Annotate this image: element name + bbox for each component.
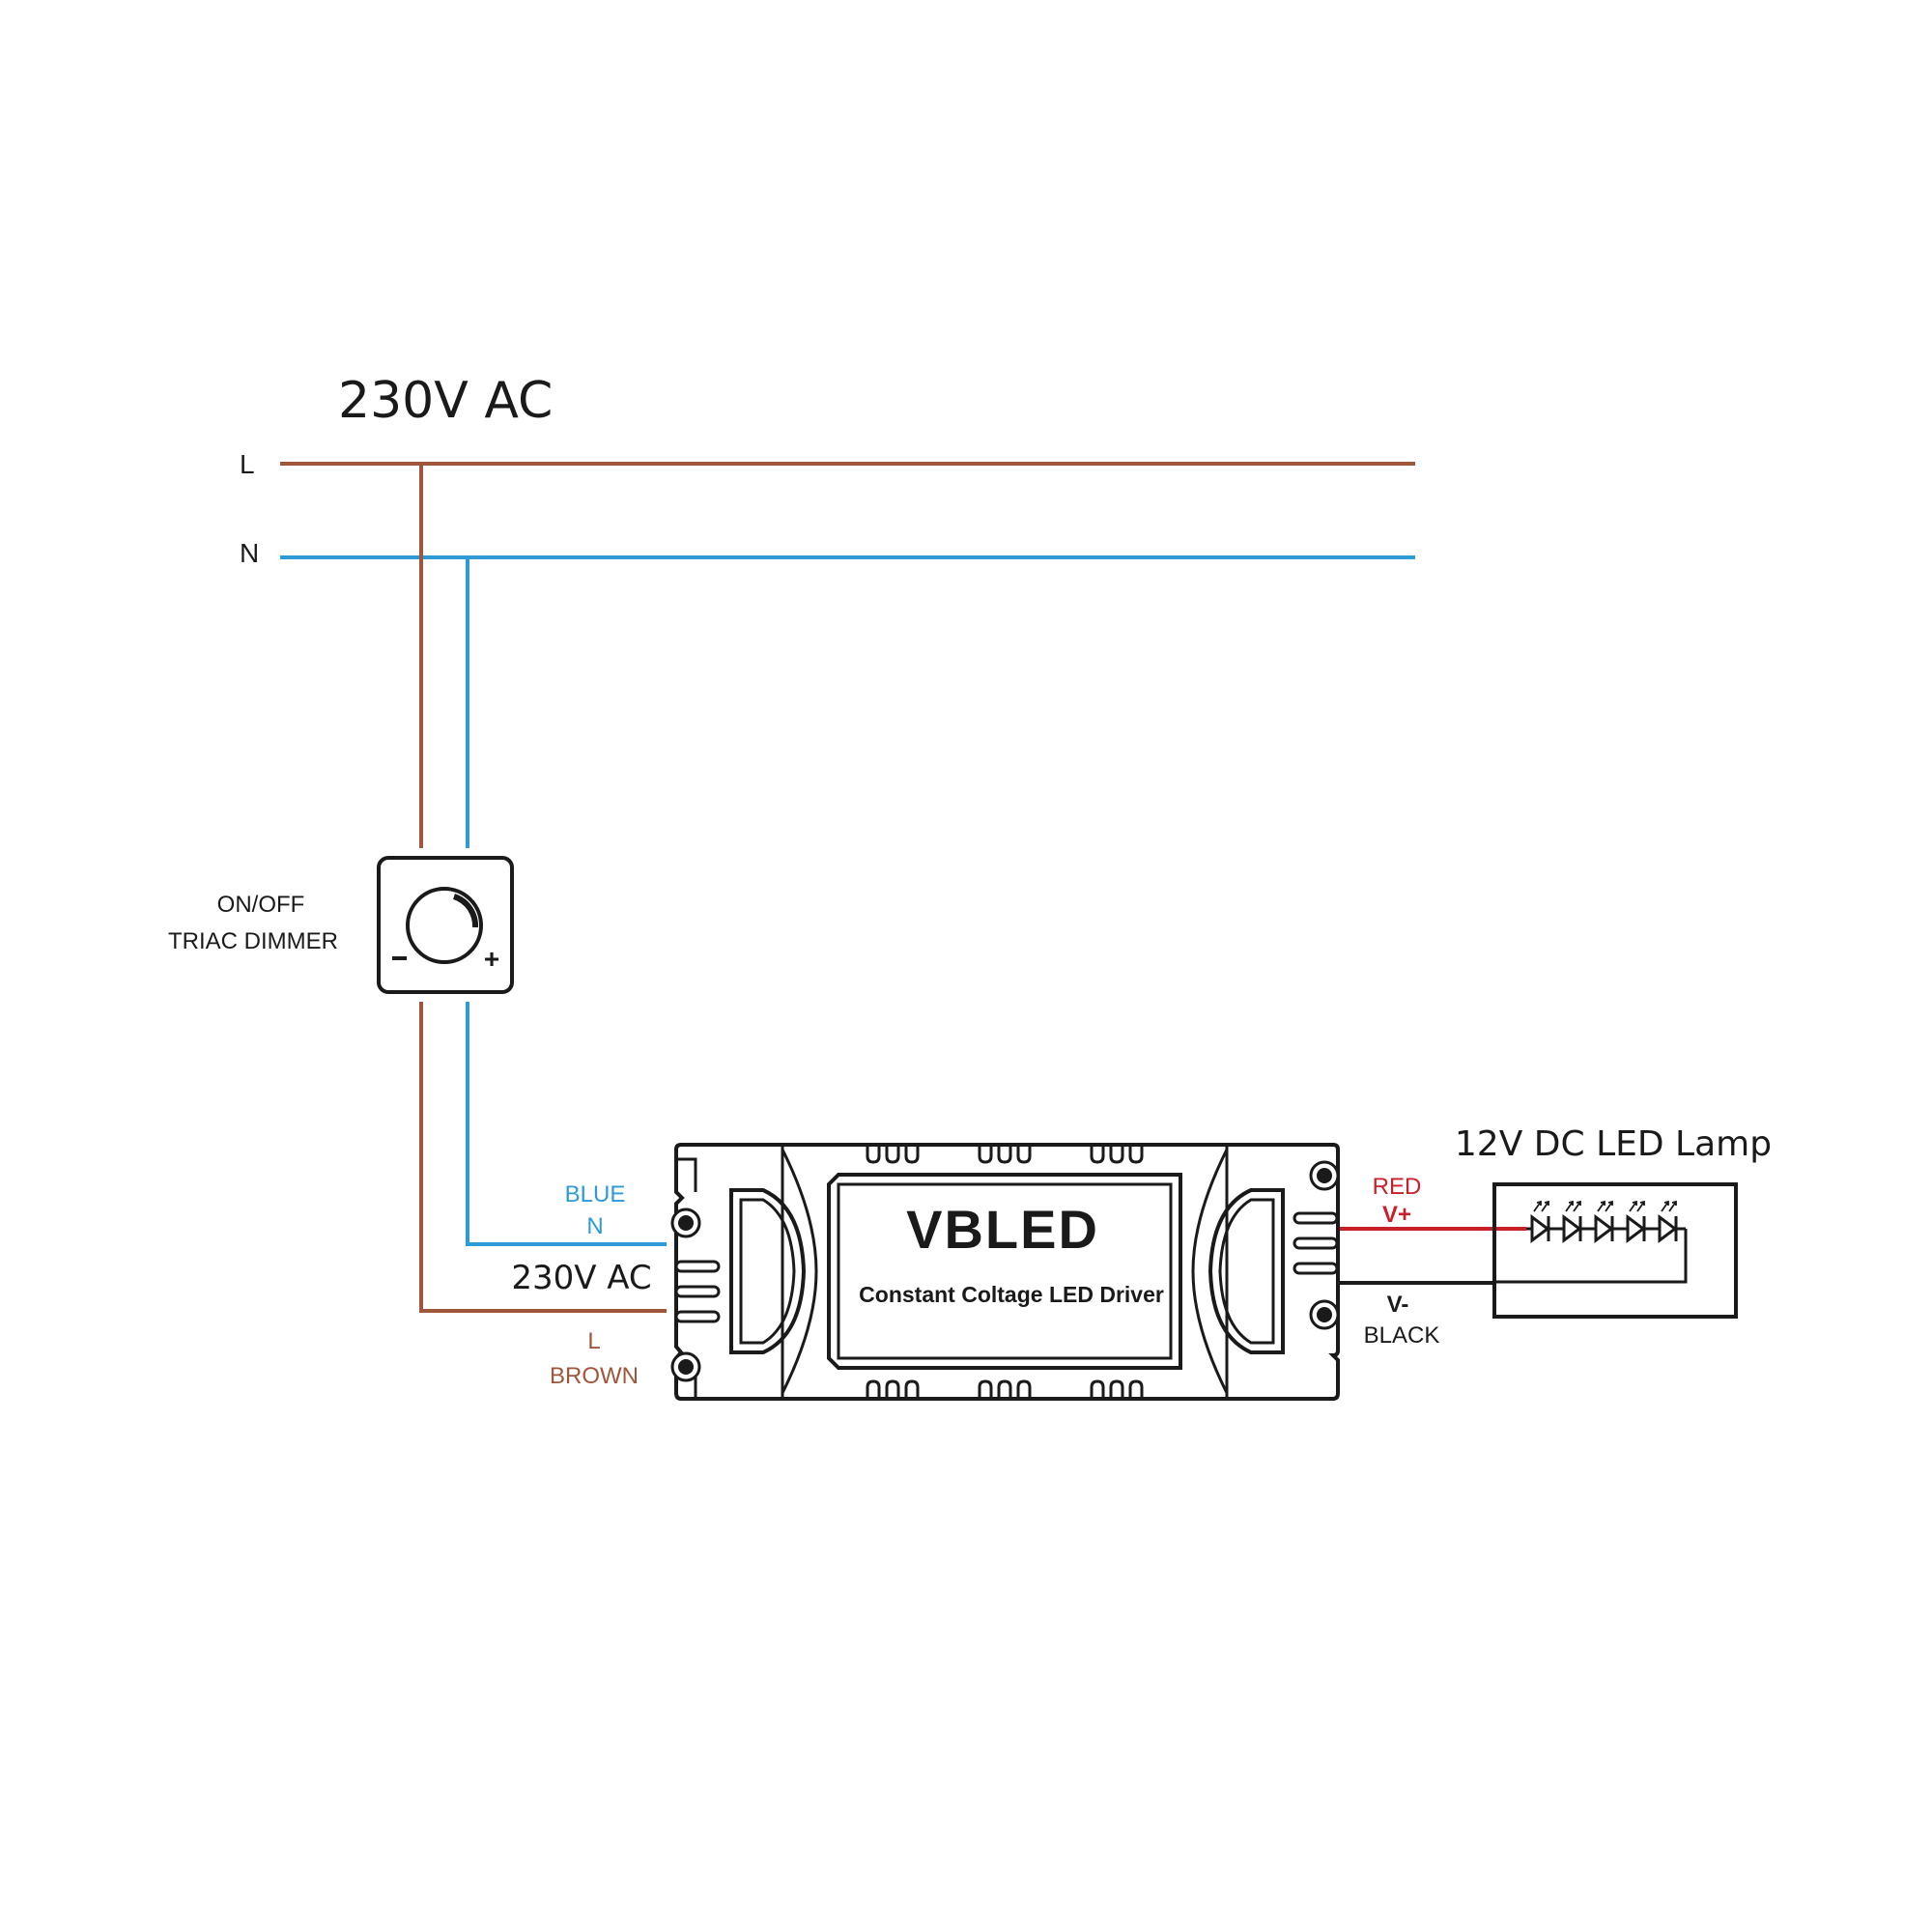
- diagram-title: 230V AC: [338, 372, 553, 430]
- dimmer-plus-label: +: [484, 944, 499, 974]
- dimmer-label-line2: TRIAC DIMMER: [168, 928, 338, 954]
- output-negative-color-label: BLACK: [1364, 1322, 1440, 1349]
- output-positive-color-label: RED: [1373, 1174, 1422, 1200]
- driver-neutral-color-label: BLUE: [565, 1181, 626, 1208]
- led-diode-icon: [1594, 1200, 1614, 1243]
- screw-icon: [1309, 1160, 1340, 1191]
- dimmer-knob-icon: [406, 887, 483, 964]
- dimmer-label-line1: ON/OFF: [217, 892, 305, 918]
- led-diode-icon: [1626, 1200, 1646, 1243]
- driver-line-color-label: BROWN: [550, 1363, 639, 1389]
- driver-line-wire: [419, 1002, 667, 1313]
- mains-line-label: L: [240, 449, 255, 479]
- output-positive-label: V+: [1382, 1202, 1411, 1228]
- led-driver[interactable]: [670, 1143, 1340, 1401]
- driver-brand-logo: VBLED: [906, 1199, 1099, 1260]
- screw-icon: [670, 1351, 701, 1382]
- led-lamp[interactable]: [1492, 1182, 1738, 1319]
- triac-dimmer[interactable]: [377, 856, 514, 994]
- led-diode-icon: [1658, 1200, 1678, 1243]
- led-diode-icon: [1530, 1200, 1550, 1243]
- dimmer-arc-icon: [452, 894, 479, 928]
- driver-line-label: L: [587, 1328, 600, 1354]
- mains-neutral-label: N: [240, 538, 259, 568]
- led-string: [1530, 1200, 1678, 1243]
- lamp-title: 12V DC LED Lamp: [1455, 1124, 1772, 1164]
- driver-subtitle: Constant Coltage LED Driver: [859, 1282, 1164, 1307]
- driver-neutral-label: N: [586, 1213, 603, 1239]
- output-negative-label: V-: [1387, 1292, 1409, 1318]
- driver-neutral-wire: [466, 1002, 667, 1246]
- led-diode-icon: [1562, 1200, 1582, 1243]
- screw-icon: [670, 1208, 701, 1238]
- screw-icon: [1309, 1299, 1340, 1330]
- driver-input-voltage: 230V AC: [511, 1259, 651, 1297]
